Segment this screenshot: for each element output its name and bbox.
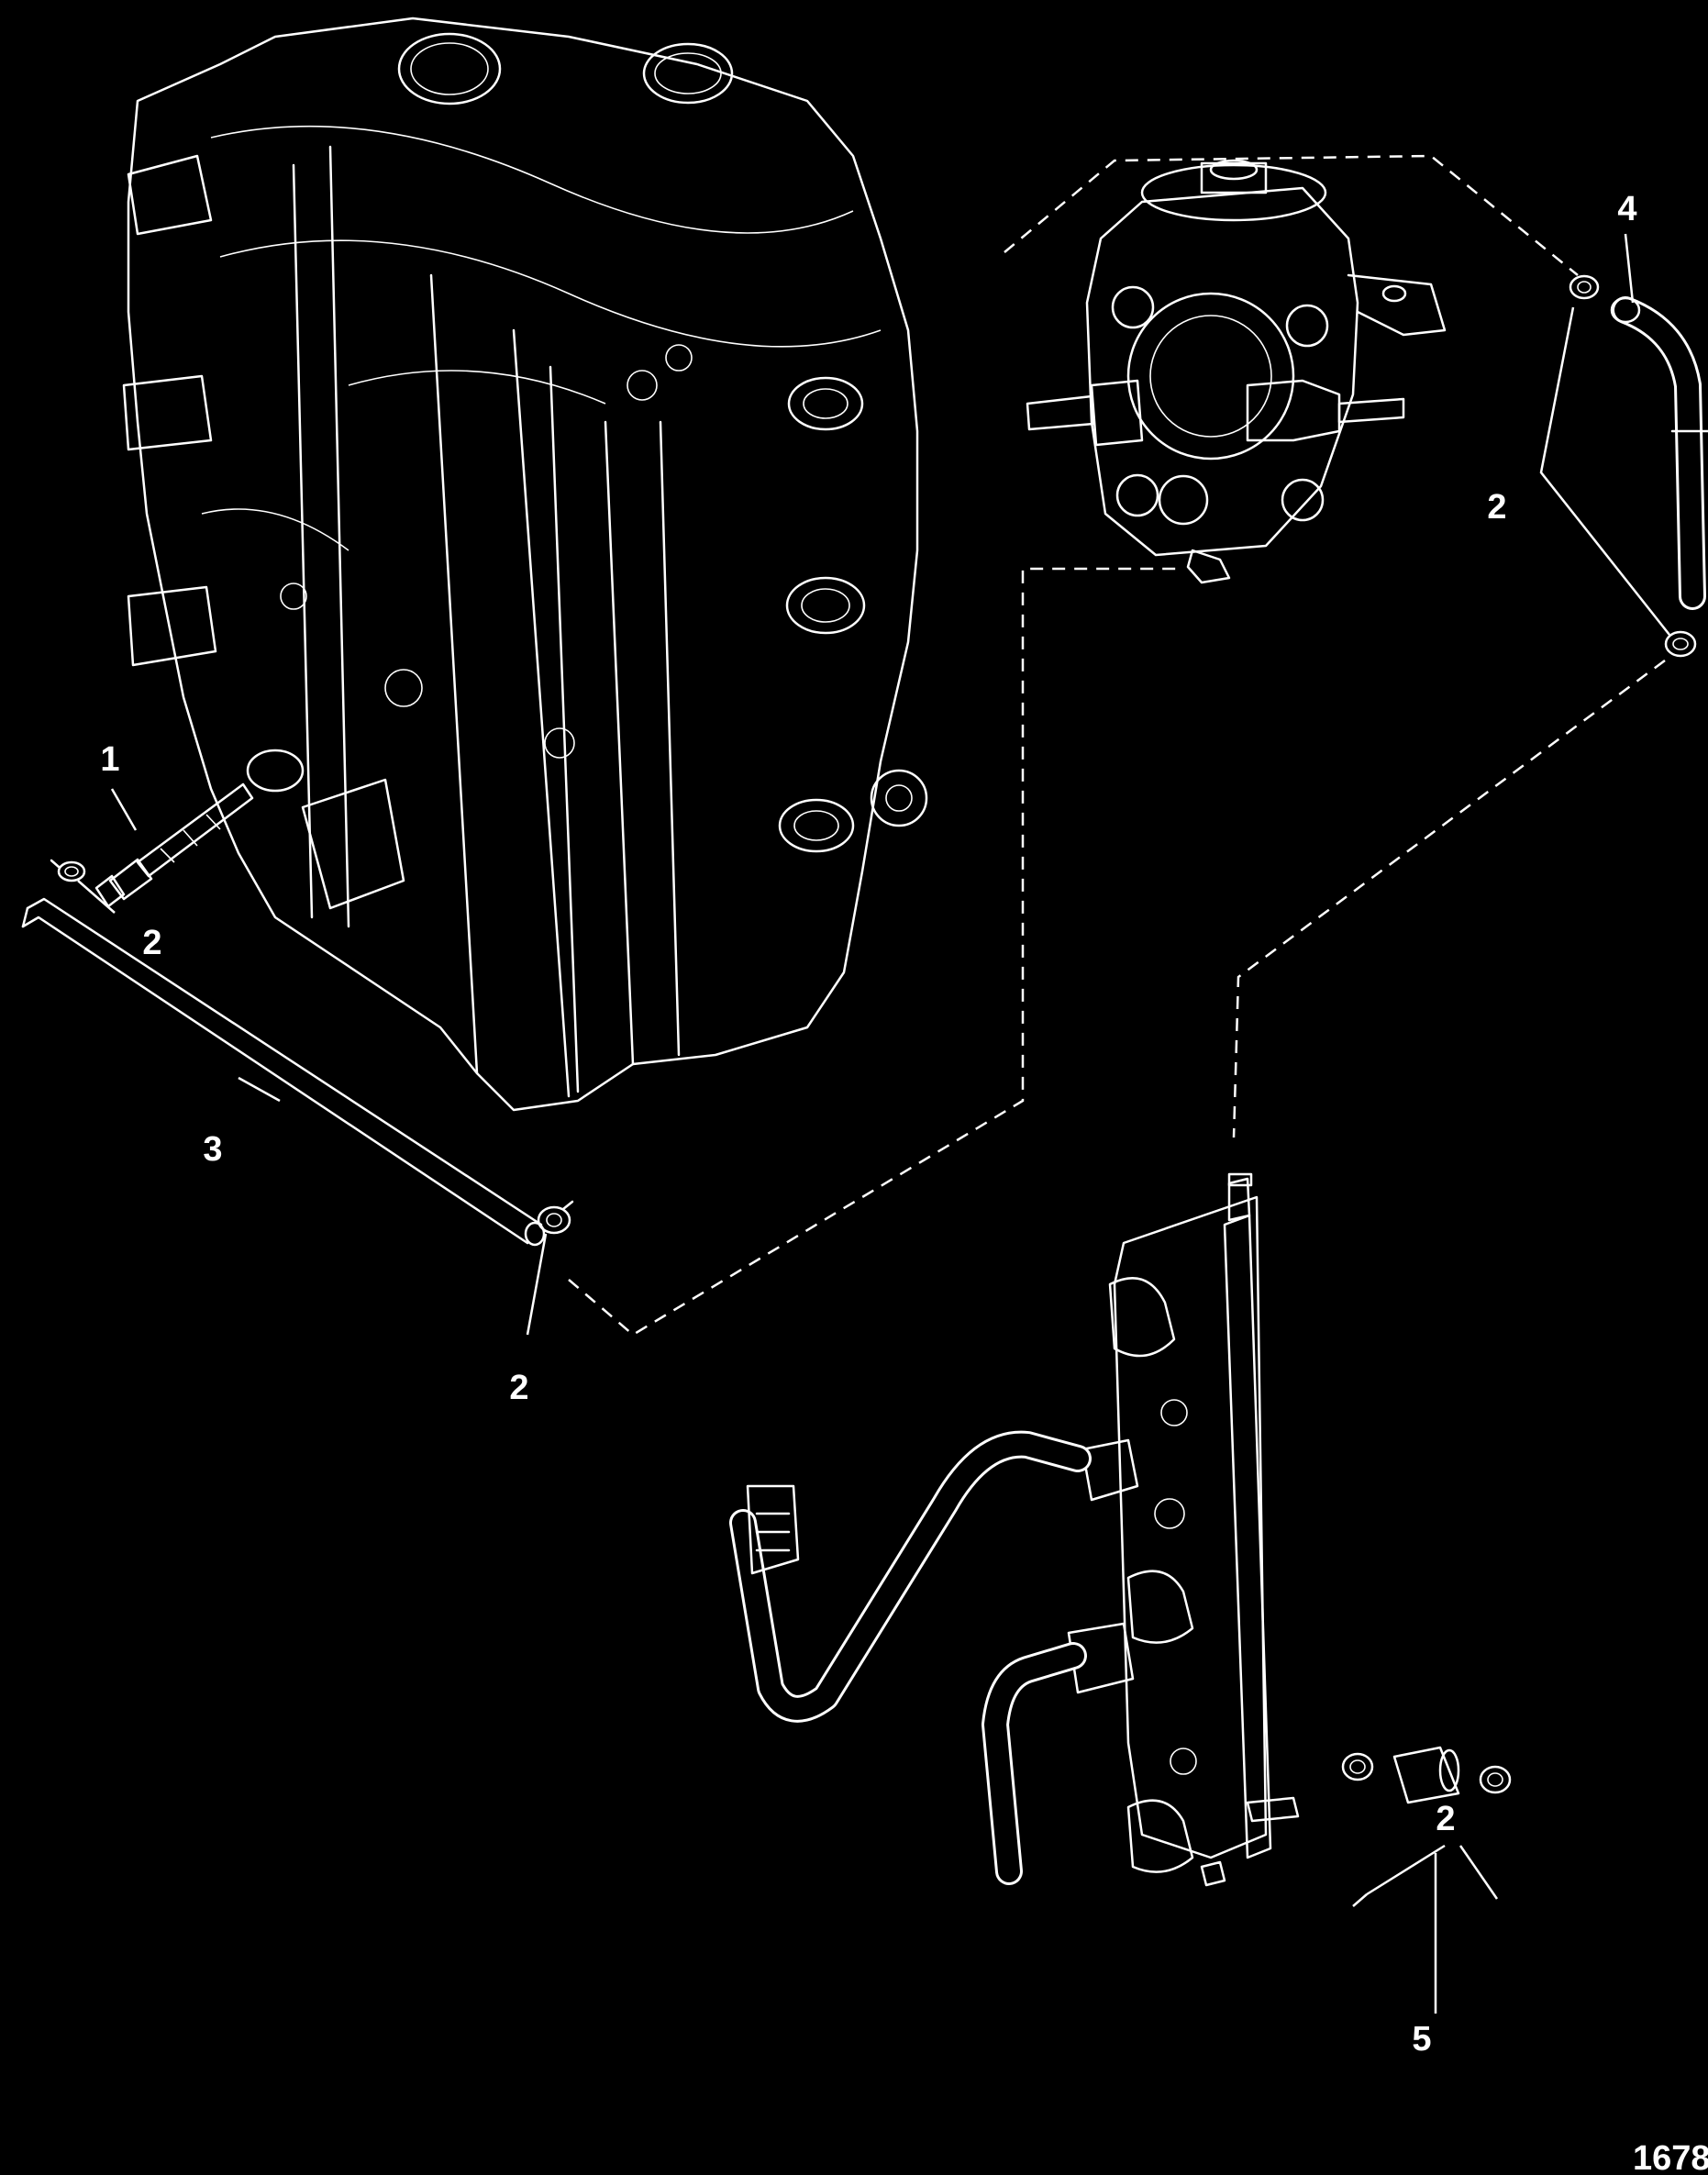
clamp-2-lower-middle (537, 1200, 574, 1235)
callout-labels: 1 2 3 2 4 2 2 5 16780 (100, 190, 1708, 2175)
callout-3: 3 (203, 1130, 222, 1169)
part-5-sleeve (1392, 1746, 1460, 1804)
callout-1: 1 (100, 740, 119, 779)
callout-2-lower-middle: 2 (509, 1369, 528, 1407)
callout-5: 5 (1412, 2020, 1431, 2058)
fuel-pump (1026, 159, 1447, 584)
leader-lines (77, 233, 1670, 2014)
callout-2-right: 2 (1487, 488, 1506, 527)
engine-block (122, 17, 928, 1112)
callout-2-left: 2 (142, 924, 161, 962)
clamp-2-top-right (1569, 274, 1600, 300)
clamp-2-bottom-a (1341, 1752, 1374, 1781)
fuel-rail (1067, 1172, 1300, 1887)
clamp-2-bottom-b (1479, 1765, 1512, 1794)
callout-2-bottom: 2 (1436, 1800, 1455, 1838)
figure-number: 16780 (1633, 2139, 1708, 2175)
fuel-rail-hose-upper (729, 1430, 1092, 1723)
callout-4: 4 (1617, 190, 1636, 228)
clamp-2-left (50, 859, 86, 882)
part-4-hose (1610, 296, 1708, 610)
fuel-rail-hose-lower (982, 1642, 1087, 1885)
assembly-lines (568, 154, 1666, 1337)
part-3-hose-left (21, 897, 546, 1247)
part-1-fitting (94, 782, 254, 908)
clamp-2-right-lower (1664, 630, 1697, 658)
